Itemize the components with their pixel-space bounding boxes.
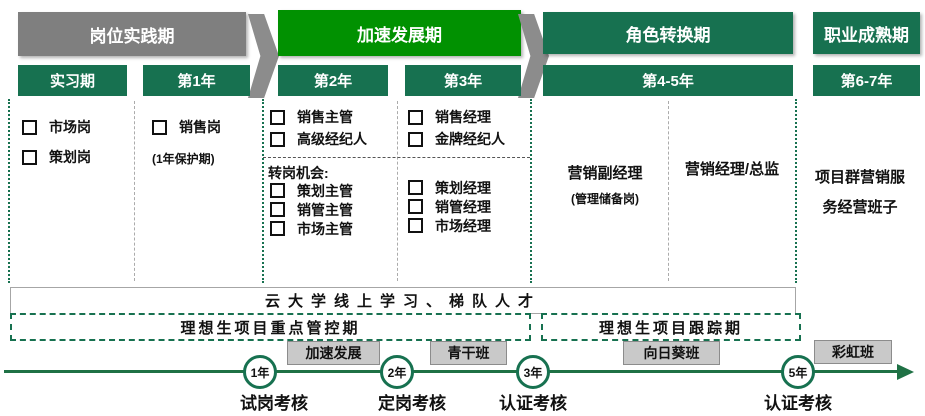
checkbox-icon	[270, 221, 285, 236]
checkbox-icon	[408, 131, 423, 147]
position-label: 销售岗	[179, 119, 221, 135]
role-line: 项目群营销服	[814, 169, 905, 186]
position-label: 高级经纪人	[297, 131, 367, 147]
stage-header-role-change: 角色转换期	[543, 12, 793, 54]
checkbox-icon	[22, 119, 37, 135]
timeline-arrowhead-icon	[897, 364, 914, 380]
cloud-university-band: 云大学线上学习、梯队人才	[10, 287, 796, 314]
position-item: 市场经理	[408, 216, 533, 235]
milestone-assessment-label: 试岗考核	[240, 394, 308, 413]
milestone-assessment-label: 认证考核	[499, 394, 567, 413]
position-item: 策划岗	[22, 142, 130, 172]
year-box-1: 第1年	[143, 65, 250, 96]
position-item: 市场岗	[22, 112, 130, 142]
year3-transfer-list: 策划经理 销管经理 市场经理	[408, 178, 533, 235]
stage-header-practice: 岗位实践期	[18, 12, 246, 56]
checkbox-icon	[270, 202, 285, 217]
position-label: 金牌经纪人	[435, 131, 505, 147]
reserve-post-note: (管理储备岗)	[571, 192, 639, 206]
year-box-2: 第2年	[278, 65, 388, 96]
checkbox-icon	[152, 119, 167, 135]
year-box-3: 第3年	[405, 65, 521, 96]
checkbox-icon	[22, 149, 37, 165]
position-label: 市场岗	[49, 119, 91, 135]
column-divider	[668, 101, 669, 281]
section-divider	[8, 99, 10, 283]
year2-transfer-list: 策划主管 销管主管 市场主管	[270, 181, 395, 238]
checkbox-icon	[270, 109, 285, 125]
position-item: 金牌经纪人	[408, 128, 533, 150]
milestone-assessment-label: 定岗考核	[378, 394, 446, 413]
internship-position-list: 市场岗 策划岗	[22, 112, 130, 172]
position-label: 销售主管	[297, 109, 353, 125]
position-item: 策划主管	[270, 181, 395, 200]
checkbox-icon	[270, 183, 285, 198]
timeline-axis	[4, 370, 898, 373]
column-divider	[134, 101, 135, 281]
stage-header-acceleration: 加速发展期	[278, 10, 521, 56]
position-label: 市场经理	[435, 217, 491, 234]
column-divider	[397, 101, 398, 281]
milestone-assessment-label: 认证考核	[764, 394, 832, 413]
stage-arrow-icon	[248, 14, 279, 98]
marketing-manager-director-role: 营销经理/总监	[684, 161, 780, 178]
year-box-4-5: 第4-5年	[543, 65, 793, 96]
class-box-acceleration: 加速发展	[287, 341, 380, 365]
stage-header-maturity: 职业成熟期	[813, 12, 920, 54]
position-label: 策划经理	[435, 179, 491, 196]
position-item: 高级经纪人	[270, 128, 395, 150]
milestone-year-circle: 3年	[516, 355, 550, 389]
position-item: 销售岗	[152, 112, 260, 142]
position-label: 策划岗	[49, 149, 91, 165]
milestone-year-circle: 1年	[243, 355, 277, 389]
position-item: 策划经理	[408, 178, 533, 197]
position-label: 销售经理	[435, 109, 491, 125]
checkbox-icon	[408, 218, 423, 233]
year-box-internship: 实习期	[18, 65, 127, 96]
class-box-sunflower: 向日葵班	[623, 341, 720, 365]
year1-position-list: 销售岗 (1年保护期)	[152, 112, 260, 167]
role-line: 务经营班子	[822, 199, 898, 216]
key-control-period-band: 理想生项目重点管控期	[10, 313, 531, 341]
position-label: 销管经理	[435, 198, 491, 215]
milestone-year-circle: 2年	[380, 355, 414, 389]
position-label: 策划主管	[297, 182, 353, 199]
position-label: 市场主管	[297, 220, 353, 237]
section-divider	[795, 99, 797, 283]
milestone-year-circle: 5年	[781, 355, 815, 389]
project-group-leadership-role: 项目群营销服 务经营班子	[800, 163, 920, 223]
position-item: 市场主管	[270, 219, 395, 238]
class-box-rainbow: 彩虹班	[814, 340, 892, 364]
tracking-period-band: 理想生项目跟踪期	[541, 313, 801, 341]
position-item: 销售经理	[408, 106, 533, 128]
transfer-opportunity-title: 转岗机会:	[268, 165, 329, 181]
position-item: 销管主管	[270, 200, 395, 219]
year2-promotion-list: 销售主管 高级经纪人	[270, 106, 395, 150]
position-label: 销管主管	[297, 201, 353, 218]
year-box-6-7: 第6-7年	[813, 65, 920, 96]
class-box-young-cadre: 青干班	[430, 341, 507, 365]
checkbox-icon	[408, 180, 423, 195]
year3-promotion-list: 销售经理 金牌经纪人	[408, 106, 533, 150]
section-divider	[530, 99, 532, 283]
position-item: 销售主管	[270, 106, 395, 128]
deputy-marketing-manager-role: 营销副经理	[567, 165, 643, 182]
protection-period-note: (1年保护期)	[152, 152, 215, 166]
promotion-transfer-divider	[263, 157, 530, 158]
checkbox-icon	[408, 199, 423, 214]
section-divider	[262, 99, 264, 283]
position-item: 销管经理	[408, 197, 533, 216]
checkbox-icon	[270, 131, 285, 147]
checkbox-icon	[408, 109, 423, 125]
